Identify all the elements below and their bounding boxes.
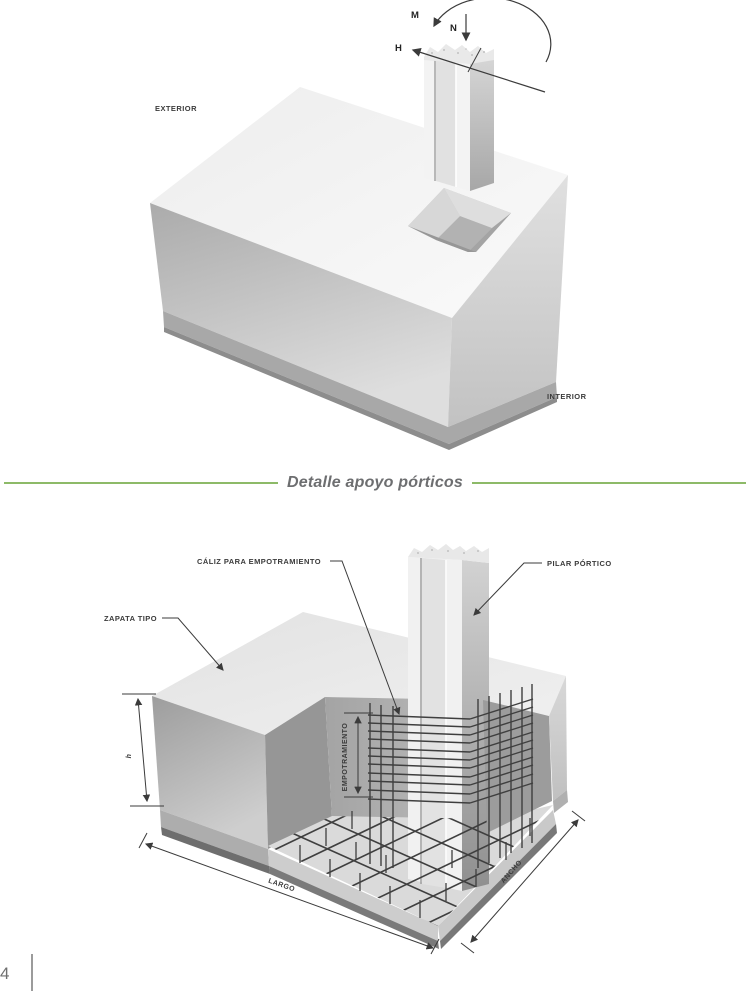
divider-line-right [472, 482, 746, 484]
section-divider: Detalle apoyo pórticos [0, 474, 750, 492]
caliz-leader [330, 560, 401, 716]
cut-inner-left-face [265, 697, 332, 849]
caliz-label: CÁLIZ PARA EMPOTRAMIENTO [197, 557, 321, 566]
dimension-ancho [460, 810, 586, 954]
dimension-empotramiento [344, 712, 373, 798]
shear-label: H [395, 43, 402, 54]
footing-top-face [152, 612, 566, 735]
footing-block [150, 87, 568, 450]
empotramiento-label: EMPOTRAMIENTO [342, 723, 349, 792]
section-title: Detalle apoyo pórticos [287, 474, 463, 491]
pocket-hole [408, 188, 511, 252]
pilar-leader [473, 562, 542, 616]
footing-front-right-face [448, 175, 568, 427]
interior-label: INTERIOR [547, 392, 587, 401]
column-web-recess [422, 558, 446, 888]
shear-arrow [411, 48, 546, 93]
column-side-face [470, 57, 494, 191]
zapata-label: ZAPATA TIPO [104, 614, 157, 623]
portal-column [424, 44, 494, 191]
leader-lines [162, 560, 542, 716]
wing-front-right-face [549, 676, 567, 801]
footing-front-left-face [152, 696, 268, 849]
column-top-texture [431, 48, 485, 56]
column-broken-top [408, 544, 489, 563]
zapata-leader [162, 617, 224, 671]
page-number-divider [31, 954, 33, 991]
dimension-largo [138, 832, 440, 955]
portal-column [408, 544, 489, 891]
divider-line-left [4, 482, 278, 484]
moment-label: M [411, 10, 419, 21]
pilar-label: PILAR PÓRTICO [547, 559, 612, 568]
column-web-recess [436, 59, 456, 187]
axial-label: N [450, 23, 457, 34]
bottom-cutaway-diagram: h EMPOTRAMIENTO LARGO ANCHO CÁLIZ PARA E… [104, 544, 612, 955]
column-top-texture [417, 549, 479, 554]
footing-front-left-face [150, 203, 452, 427]
page-number: 4 [0, 964, 10, 983]
dimension-h [122, 693, 164, 807]
exterior-label: EXTERIOR [155, 104, 197, 113]
top-isometric-diagram: M N H EXTERIOR INTERIOR [150, 0, 587, 450]
dimension-h-label: h [126, 754, 133, 759]
section-tick [467, 47, 482, 73]
force-arrows [411, 0, 552, 93]
moment-arrow [433, 0, 552, 63]
